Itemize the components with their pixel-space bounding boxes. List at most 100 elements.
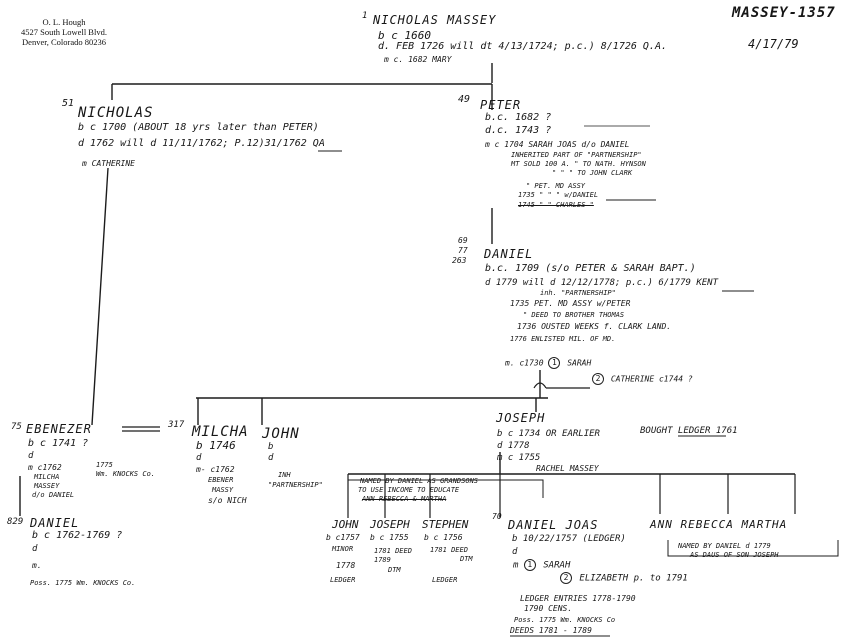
- joseph2-note-3: DTM: [388, 566, 401, 574]
- joseph-died: d 1778: [497, 441, 530, 451]
- peter-note-6: 1745 " " CHARLES ": [518, 201, 594, 209]
- john-name: JOHN: [262, 426, 300, 442]
- daniel2-died: d: [32, 544, 38, 554]
- nm-married: m c. 1682 MARY: [384, 55, 452, 64]
- nm-name: NICHOLAS MASSEY: [373, 13, 497, 27]
- peter-note-4: " PET. MD ASSY: [526, 182, 586, 190]
- line-nicholas-down: [91, 167, 109, 426]
- milcha-spouse-1: EBENER: [208, 476, 234, 484]
- danieljoas-note-2: 1790 CENS.: [524, 604, 573, 613]
- peter-name: PETER: [480, 98, 522, 112]
- ebenezer-spouse-2: MASSEY: [34, 482, 60, 490]
- john-born: b: [268, 442, 274, 452]
- address-street: 4527 South Lowell Blvd.: [21, 27, 107, 37]
- danieljoas-note-1: LEDGER ENTRIES 1778-1790: [520, 594, 636, 603]
- ebenezer-spouse-3: d/o DANIEL: [32, 491, 75, 499]
- nicholas-name: NICHOLAS: [78, 105, 154, 121]
- daniel-number-1: 69: [458, 236, 468, 245]
- daughters-note-1: NAMED BY DANIEL d 1779: [678, 542, 771, 550]
- danieljoas-w2-number: 2: [560, 572, 572, 584]
- danieljoas-wife-1: m 1 SARAH: [513, 559, 570, 571]
- nm-died: d. FEB 1726 will dt 4/13/1724; p.c.) 8/1…: [378, 41, 667, 52]
- ebenezer-spouse-1: MILCHA: [34, 473, 60, 481]
- nicholas-died: d 1762 will d 11/11/1762; P.12)31/1762 Q…: [78, 138, 325, 149]
- joseph-name: JOSEPH: [496, 411, 546, 425]
- chart-date: 4/17/79: [748, 37, 799, 51]
- daniel-note-3: " DEED TO BROTHER THOMAS: [523, 311, 625, 319]
- grandsons-note-2: TO USE INCOME TO EDUCATE: [358, 486, 460, 494]
- daniel-m1-prefix: m. c1730: [505, 358, 544, 368]
- joseph2-name: JOSEPH: [370, 518, 410, 531]
- danieljoas-born: b 10/22/1757 (LEDGER): [512, 534, 626, 544]
- daniel-note-1: inh. "PARTNERSHIP": [540, 289, 616, 297]
- peter-note-2: MT SOLD 100 A. " TO NATH. HYNSON: [511, 160, 646, 168]
- daniel-m2-number: 2: [592, 373, 604, 385]
- john2-born: b c1757: [326, 533, 360, 542]
- milcha-born: b 1746: [196, 439, 236, 452]
- joseph-married: m c 1755: [497, 453, 541, 463]
- daniel-name: DANIEL: [484, 247, 534, 261]
- daniel-m1-name: SARAH: [567, 358, 592, 368]
- grandsons-note-box: [347, 479, 544, 498]
- grandsons-note-3: ANN REBECCA & MARTHA: [362, 495, 447, 503]
- ebenezer-note-1: 1775: [96, 461, 113, 469]
- danieljoas-m: m: [513, 560, 519, 571]
- john2-name: JOHN: [332, 518, 359, 531]
- daniel2-note: Poss. 1775 Wm. KNOCKS Co.: [30, 579, 136, 587]
- joseph2-born: b c 1755: [370, 533, 409, 542]
- daniel-m1-number: 1: [548, 357, 561, 369]
- danieljoas-wife-2: 2 ELIZABETH p. to 1791: [560, 572, 688, 584]
- peter-note-3: " " " TO JOHN CLARK: [552, 169, 633, 177]
- stephen-name: STEPHEN: [422, 518, 469, 531]
- ebenezer-born: b c 1741 ?: [28, 438, 89, 449]
- daniel-m2-name: CATHERINE c1744 ?: [610, 374, 693, 384]
- joseph2-note-1: 1781 DEED: [374, 547, 412, 555]
- nicholas-married: m CATHERINE: [82, 159, 135, 168]
- daniel-marriage-2: 2 CATHERINE c1744 ?: [592, 373, 693, 385]
- milcha-spouse-2: MASSY: [212, 486, 234, 494]
- john-died: d: [268, 453, 274, 463]
- nm-number: 1: [362, 11, 368, 21]
- joseph-spouse: RACHEL MASSEY: [536, 464, 599, 473]
- stephen-born: b c 1756: [424, 533, 463, 542]
- danieljoas-number: 70: [492, 512, 502, 521]
- danieljoas-w1-number: 1: [523, 559, 536, 571]
- nicholas-number: 51: [62, 98, 75, 109]
- peter-note-1: INHERITED PART OF "PARTNERSHIP": [511, 151, 642, 159]
- danieljoas-died: d: [512, 547, 518, 557]
- joseph-born: b c 1734 OR EARLIER: [497, 429, 600, 439]
- daniel2-born: b c 1762-1769 ?: [32, 530, 123, 541]
- milcha-died: d: [196, 453, 202, 463]
- peter-died: d.c. 1743 ?: [485, 125, 552, 136]
- file-code: MASSEY-1357: [732, 5, 836, 21]
- daughters-note-2: AS DAUS OF SON JOSEPH: [690, 551, 779, 559]
- ebenezer-name: EBENEZER: [26, 422, 92, 436]
- john-note-1: INH: [278, 471, 291, 479]
- daniel-born: b.c. 1709 (s/o PETER & SARAH BAPT.): [485, 263, 696, 274]
- daniel2-name: DANIEL: [30, 516, 80, 530]
- john2-note-1: MINOR: [332, 545, 354, 553]
- peter-note-5: 1735 " " " w/DANIEL: [518, 191, 599, 199]
- daughters-note-bracket: [667, 540, 839, 557]
- daniel-number-2: 77: [458, 246, 468, 255]
- danieljoas-note-4: DEEDS 1781 - 1789: [510, 626, 592, 635]
- joseph2-note-2: 1789: [374, 556, 391, 564]
- address-name: O. L. Hough: [42, 17, 86, 27]
- danieljoas-w1-name: SARAH: [543, 560, 571, 571]
- john2-note-3: LEDGER: [330, 576, 356, 584]
- danieljoas-name: DANIEL JOAS: [508, 518, 599, 532]
- ebenezer-married: m c1762: [28, 463, 62, 472]
- danieljoas-note-3: Poss. 1775 Wm. KNOCKS Co: [514, 616, 616, 624]
- address-city: Denver, Colorado 80236: [22, 37, 106, 47]
- peter-married: m c 1704 SARAH JOAS d/o DANIEL: [485, 140, 630, 149]
- nm-born: b c 1660: [378, 29, 431, 42]
- milcha-spouse-3: s/o NICH: [208, 496, 247, 505]
- grandsons-note-1: NAMED BY DANIEL AS GRANDSONS: [360, 477, 479, 485]
- peter-born: b.c. 1682 ?: [485, 112, 552, 123]
- daughters-names: ANN REBECCA MARTHA: [650, 518, 788, 531]
- daniel-died: d 1779 will d 12/12/1778; p.c.) 6/1779 K…: [485, 278, 718, 288]
- milcha-name: MILCHA: [192, 424, 249, 440]
- daniel-note-2: 1735 PET. MD ASSY w/PETER: [510, 299, 631, 308]
- address-block: O. L. Hough 4527 South Lowell Blvd. Denv…: [14, 17, 114, 47]
